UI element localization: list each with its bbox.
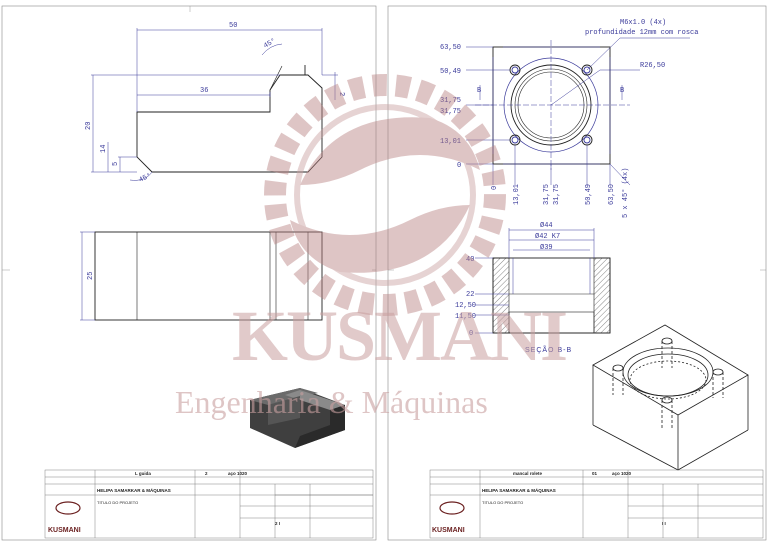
right-part-qty: 01: [592, 471, 598, 476]
logo-left: KUSMANI: [48, 501, 81, 534]
thread-note: M6x1.0 (4x): [620, 19, 666, 27]
left-part-qty: 2: [205, 471, 208, 476]
left-company: HELIPA SAMARKAR & MÁQUINAS: [97, 487, 171, 493]
watermark-subtitle: Engenharia & Máquinas: [175, 384, 488, 420]
right-part-name: mancal rolete: [513, 471, 543, 476]
dim-2: 2: [337, 92, 345, 96]
sdim-11-50: 11,50: [455, 313, 476, 321]
sdim-12-50: 12,50: [455, 302, 476, 310]
ydim-63-50: 63,50: [440, 44, 461, 52]
watermark-title: KUSMANI: [232, 296, 566, 376]
dim-36: 36: [200, 87, 208, 95]
sdim-40: 40: [466, 256, 474, 264]
section-label: SEÇÃO B-B: [525, 345, 572, 354]
sdim-0: 0: [469, 330, 473, 338]
left-titleblock: [44, 469, 374, 539]
dim-20: 20: [85, 122, 93, 130]
xdim-31-75-a: 31,75: [543, 184, 551, 205]
watermark: KUSMANI Engenharia & Máquinas: [175, 74, 568, 420]
ydim-31-75-a: 31,75: [440, 97, 461, 105]
right-sheet-number: I I: [662, 521, 666, 526]
cut-marker-b-left: B: [477, 87, 481, 95]
right-company: HELIPA SAMARKAR & MÁQUINAS: [482, 487, 556, 493]
l-bracket-top-view: [136, 65, 323, 173]
dim-50: 50: [229, 22, 237, 30]
dia-44: Ø44: [540, 221, 553, 230]
left-part-name: L guida: [135, 471, 151, 476]
watermark-gear-icon: [264, 74, 506, 316]
right-project-title: TITULO DO PROJETO: [482, 500, 523, 505]
dim-45-top: 45°: [262, 36, 277, 50]
xdim-50-49: 50,49: [585, 184, 593, 205]
thread-depth-note: profundidade 12mm com rosca: [585, 29, 698, 37]
xdim-13-01: 13,01: [513, 184, 521, 205]
right-part-material: aço 1020: [612, 471, 632, 476]
dim-25: 25: [87, 272, 95, 280]
dim-45-bottom: 45°: [137, 171, 152, 184]
right-titleblock: [429, 469, 764, 539]
ydim-31-75-b: 31,75: [440, 108, 461, 116]
logo-right: KUSMANI: [432, 501, 465, 534]
xdim-0: 0: [491, 186, 499, 190]
right-sheet: M6x1.0 (4x) profundidade 12mm com rosca …: [387, 5, 767, 541]
dim-14: 14: [100, 145, 108, 153]
svg-text:KUSMANI: KUSMANI: [432, 527, 465, 534]
l-bracket-front-view: [94, 231, 323, 321]
left-sheet-number: 2 I: [275, 521, 280, 526]
svg-text:KUSMANI: KUSMANI: [48, 527, 81, 534]
section-bb-view: [475, 228, 611, 334]
ydim-13-01: 13,01: [440, 138, 461, 146]
sdim-22: 22: [466, 291, 474, 299]
dia-42-k7: Ø42 K7: [535, 232, 560, 241]
left-project-title: TITULO DO PROJETO: [97, 500, 138, 505]
cut-marker-b-right: B: [620, 87, 624, 95]
ydim-50-49: 50,49: [440, 68, 461, 76]
xdim-31-75-b: 31,75: [553, 184, 561, 205]
chamfer-note: 5 x 45° (4x): [621, 168, 630, 218]
radius-26-50: R26,50: [640, 62, 665, 70]
ydim-0: 0: [457, 162, 461, 170]
dia-39: Ø39: [540, 243, 553, 252]
xdim-63-50: 63,50: [608, 184, 616, 205]
l-bracket-3d-render: [250, 388, 345, 448]
left-part-material: aço 1020: [228, 471, 248, 476]
dim-5: 5: [112, 162, 120, 166]
left-sheet: 50 45° 36 2 20 14 5 45° 25: [1, 5, 377, 541]
housing-isometric: [592, 324, 749, 471]
